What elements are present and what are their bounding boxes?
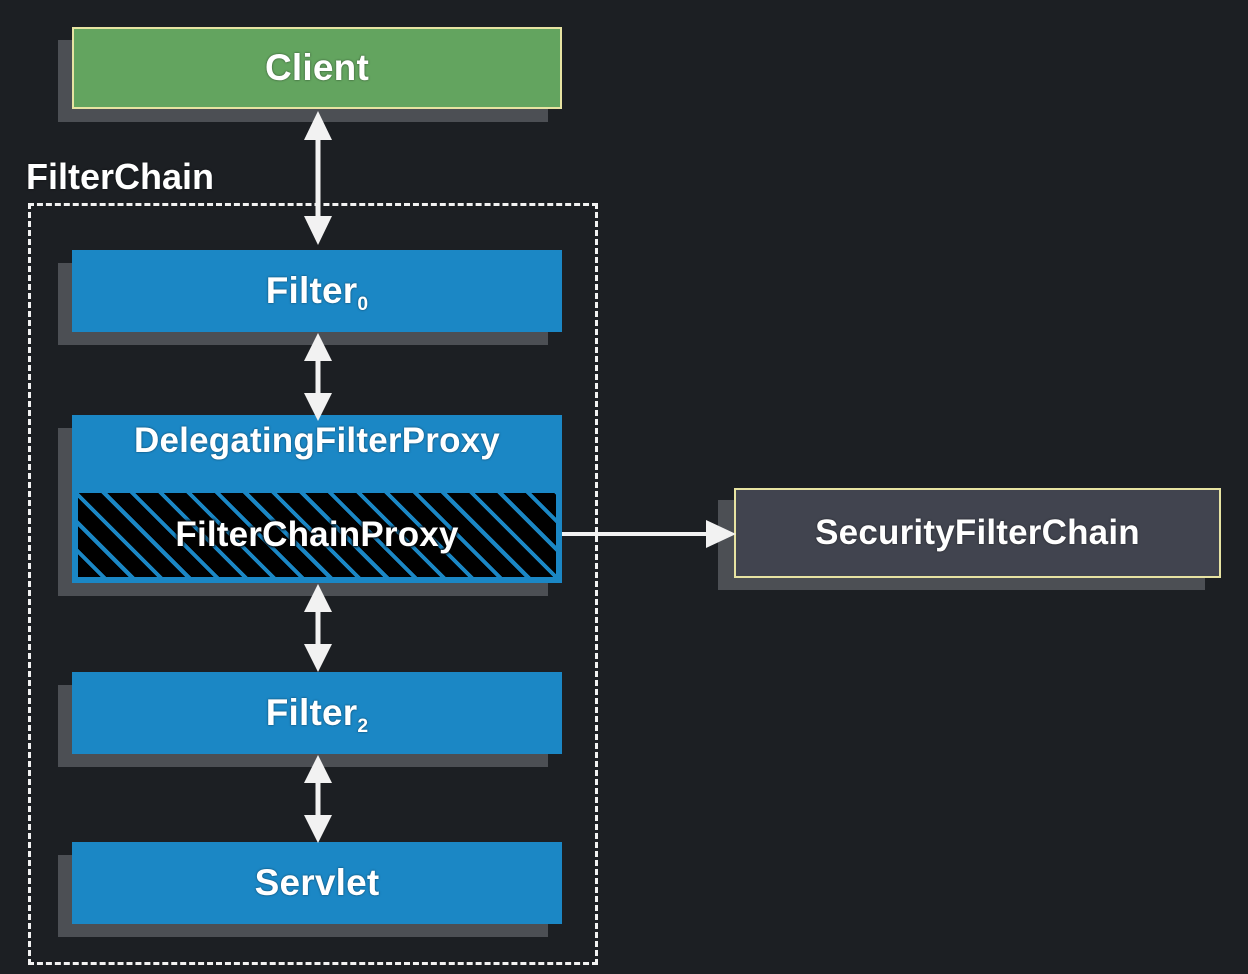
arrow-filter2-servlet <box>304 755 332 843</box>
node-filter-chain-proxy[interactable]: FilterChainProxy <box>78 493 556 577</box>
node-delegating-filter-proxy-label: DelegatingFilterProxy <box>134 421 500 460</box>
arrow-filter0-delegatingfilterproxy <box>304 333 332 421</box>
node-filter-0[interactable]: Filter0 <box>72 250 562 332</box>
node-filter-2-label: Filter2 <box>265 692 369 737</box>
node-filter-chain-proxy-label: FilterChainProxy <box>175 515 459 554</box>
node-security-filter-chain[interactable]: SecurityFilterChain <box>734 488 1221 578</box>
node-security-filter-chain-label: SecurityFilterChain <box>815 513 1140 552</box>
node-servlet[interactable]: Servlet <box>72 842 562 924</box>
arrow-filterchainproxy-securityfilterchain <box>562 520 736 548</box>
filterchain-group-boundary <box>28 203 598 965</box>
node-servlet-label: Servlet <box>254 862 380 903</box>
node-filter-2[interactable]: Filter2 <box>72 672 562 754</box>
group-label-filterchain: FilterChain <box>26 156 215 197</box>
arrow-client-filter0 <box>304 111 332 245</box>
node-client-label: Client <box>265 47 369 88</box>
arrow-delegatingfilterproxy-filter2 <box>304 584 332 672</box>
node-client[interactable]: Client <box>72 27 562 109</box>
node-filter-0-label: Filter0 <box>265 270 369 315</box>
node-delegating-filter-proxy[interactable]: DelegatingFilterProxy FilterChainProxy <box>72 415 562 583</box>
